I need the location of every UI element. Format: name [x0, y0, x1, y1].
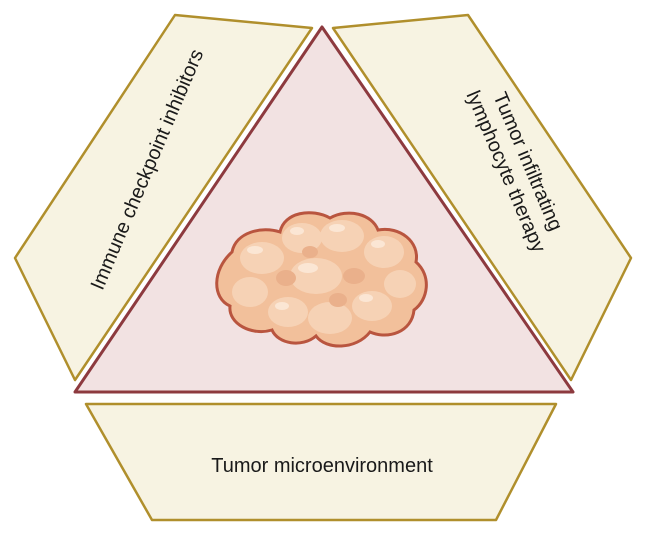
panel-right: Tumor infiltrating lymphocyte therapy — [331, 13, 633, 382]
center-triangle — [73, 25, 575, 394]
panel-bottom-shape — [84, 402, 558, 522]
panel-left-shape — [13, 13, 314, 382]
tumor-icon — [215, 211, 428, 348]
panel-right-shape — [331, 13, 633, 382]
panel-bottom-label: Tumor microenvironment — [211, 455, 433, 477]
panel-bottom: Tumor microenvironment — [84, 402, 558, 522]
